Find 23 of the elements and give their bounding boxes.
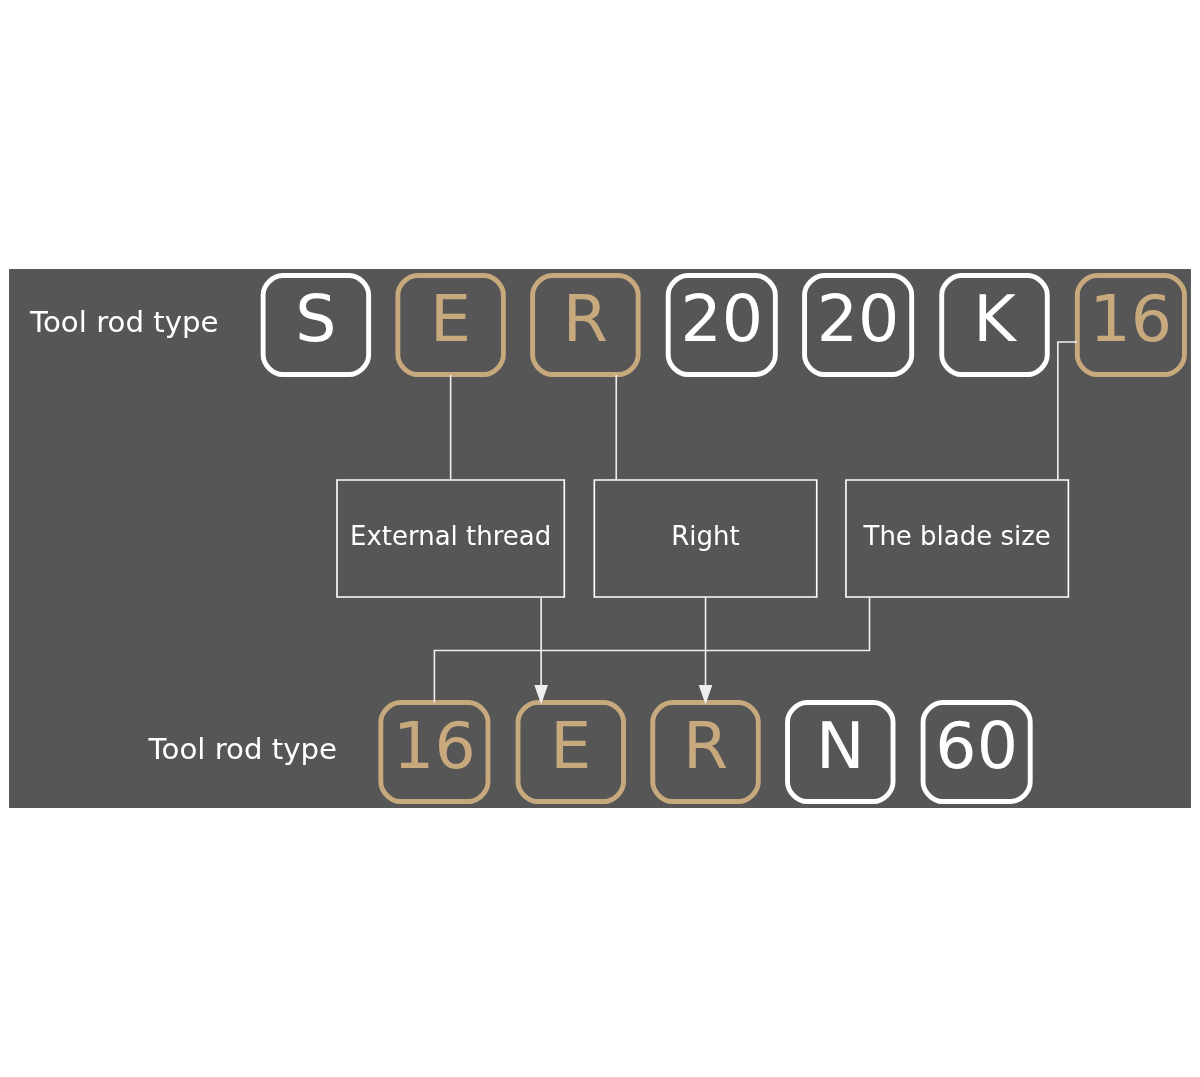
connector: [449, 374, 452, 481]
node-box: N: [785, 700, 896, 804]
label: Tool rod type: [148, 732, 338, 767]
node-box: Right: [593, 479, 818, 598]
node-box: External thread: [336, 479, 566, 598]
node-box: 20: [802, 273, 915, 377]
connector: [1057, 341, 1078, 481]
connector: [433, 596, 871, 704]
node-box: 16: [378, 700, 491, 804]
label: Tool rod type: [30, 305, 219, 340]
arrow: [534, 596, 548, 705]
node-box: K: [939, 273, 1050, 377]
node-box: E: [515, 700, 626, 804]
node-box: R: [530, 273, 641, 377]
node-box: 16: [1074, 273, 1187, 377]
node-box: S: [260, 273, 372, 377]
node-box: The blade size: [845, 479, 1070, 598]
arrow: [698, 596, 713, 705]
node-box: 20: [665, 273, 778, 377]
connector: [615, 374, 618, 481]
node-box: 60: [920, 700, 1033, 804]
node-box: E: [395, 273, 506, 377]
node-box: R: [650, 700, 761, 804]
